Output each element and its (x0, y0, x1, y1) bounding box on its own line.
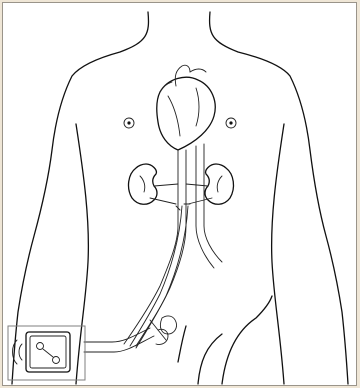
kidney-right (186, 164, 233, 204)
major-vessels (124, 144, 222, 346)
kidney-left (129, 164, 178, 204)
implant-cuff (150, 316, 177, 345)
device-lead (84, 328, 154, 352)
nipple-left (124, 118, 134, 128)
nipple-right (226, 118, 236, 128)
heart (157, 65, 216, 150)
external-device (8, 326, 85, 380)
